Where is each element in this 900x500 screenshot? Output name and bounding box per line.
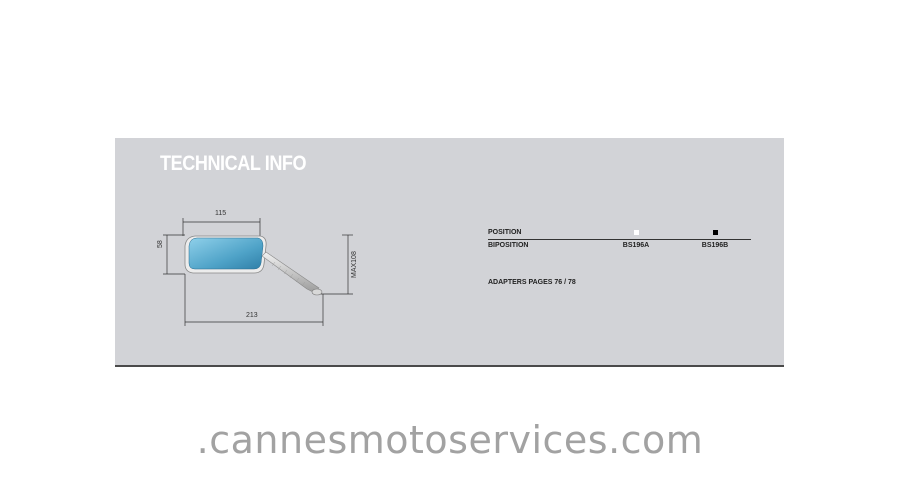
dim-line-top (182, 218, 261, 236)
black-square-icon (712, 229, 718, 235)
mirror-diagram (163, 218, 353, 326)
dim-label-total-width: 213 (246, 312, 258, 319)
spec-row-position: POSITION (488, 226, 751, 239)
dim-line-bottom (184, 274, 324, 326)
dim-line-left (163, 234, 185, 275)
watermark-text: .cannesmotoservices.com (196, 418, 704, 462)
dim-label-width: 115 (215, 210, 227, 217)
mirror-mount-base (311, 288, 323, 296)
technical-info-panel: TECHNICAL INFO (115, 138, 784, 367)
section-title: TECHNICAL INFO (160, 152, 307, 175)
mirror-stem (261, 251, 320, 294)
spec-code-a: BS196A (622, 242, 650, 249)
dim-label-height: 58 (157, 240, 164, 248)
spec-row-biposition: BIPOSITION BS196A BS196B (488, 239, 751, 252)
spec-divider (488, 239, 751, 240)
adapters-note: ADAPTERS PAGES 76 / 78 (488, 279, 576, 286)
mirror-glass (188, 237, 264, 270)
spec-code-b: BS196B (701, 242, 729, 249)
spec-label-biposition: BIPOSITION (488, 242, 529, 249)
dim-label-max-height: MAX108 (351, 251, 358, 278)
white-square-icon (633, 229, 639, 235)
spec-label-position: POSITION (488, 229, 522, 236)
spec-table: POSITION BIPOSITION BS196A BS196B (488, 226, 751, 252)
dim-line-right (318, 234, 353, 295)
